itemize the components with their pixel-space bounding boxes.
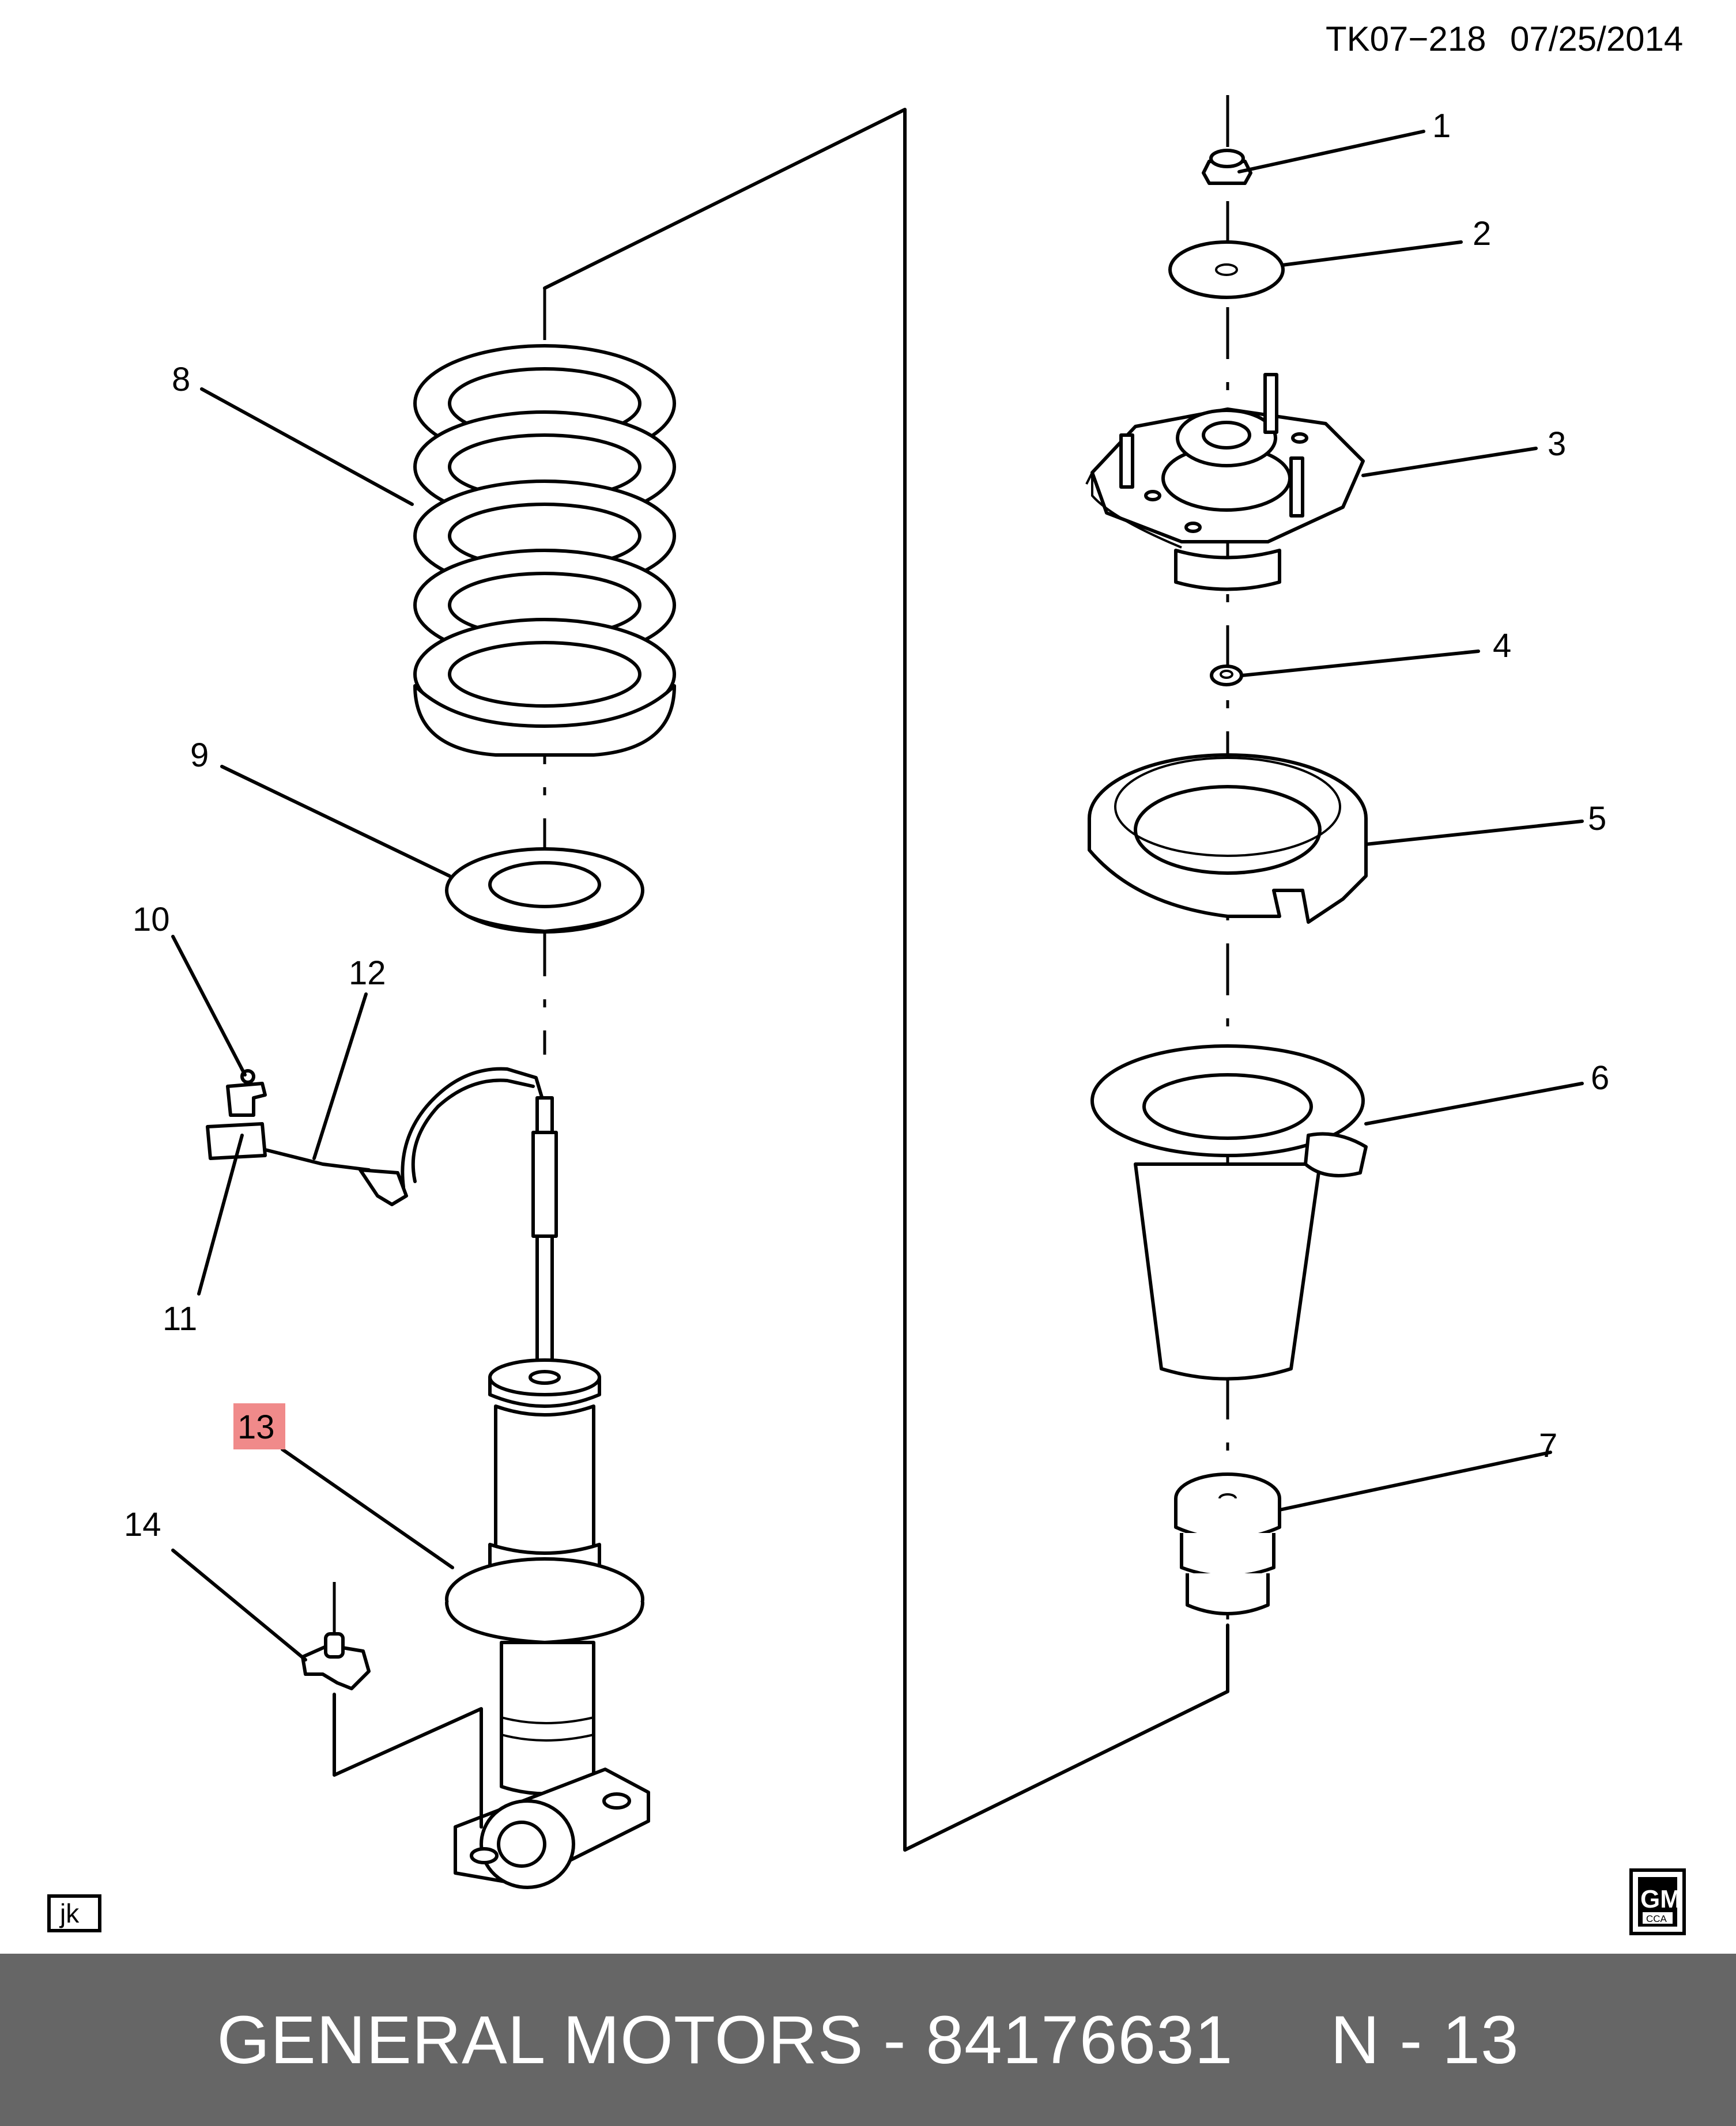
upper-washer [1168,240,1285,299]
callout-10: 10 [133,901,170,938]
callout-4: 4 [1493,627,1511,664]
footer-brand: GENERAL MOTORS [217,2002,864,2078]
spring-insulator [445,847,644,934]
gm-logo: GM CCA [1629,1868,1686,1935]
exploded-parts-diagram: TK07−218 07/25/2014 [47,20,1686,1935]
svg-text:jk: jk [59,1898,80,1928]
leader-lines [171,130,1584,1661]
strut-assembly [445,1096,650,1889]
upper-nut [1202,149,1252,185]
jounce-bumper [1174,1472,1281,1615]
callout-14: 14 [124,1506,161,1543]
diagram-date: 07/25/2014 [1510,20,1683,58]
callout-1: 1 [1432,107,1451,145]
upper-spring-seat [1088,753,1368,924]
svg-text:CCA: CCA [1646,1913,1667,1924]
callout-2: 2 [1473,215,1491,252]
footer-gap [1233,2002,1330,2078]
upper-strut-mount [1085,373,1365,591]
assembly-bracket-line [543,108,1229,1852]
callout-8: 8 [172,361,190,398]
coil-spring [413,344,676,757]
footer-caption: GENERAL MOTORS - 84176631 N - 13 [217,2001,1519,2079]
callout-3: 3 [1548,425,1566,463]
svg-text:GM: GM [1640,1885,1681,1913]
sensor-harness [206,1067,546,1206]
sensor-bracket-clip [301,1582,483,1829]
callout-5: 5 [1588,800,1606,837]
artist-initials-box: jk [47,1894,101,1932]
callout-11: 11 [163,1300,197,1338]
footer-part-number: 84176631 [926,2002,1233,2078]
upper-bushing [1210,664,1243,686]
callout-6: 6 [1591,1059,1609,1097]
dust-boot [1090,1044,1368,1381]
callout-9: 9 [190,737,209,774]
callout-7: 7 [1539,1427,1557,1464]
diagram-ref-code: TK07−218 [1326,20,1486,58]
footer-ref: N - 13 [1330,2002,1519,2078]
callout-13: 13 [237,1408,275,1446]
callout-13-highlight [233,1403,285,1449]
callout-12: 12 [349,954,386,992]
footer-bar: GENERAL MOTORS - 84176631 N - 13 [0,1954,1736,2126]
footer-separator: - [863,2002,926,2078]
